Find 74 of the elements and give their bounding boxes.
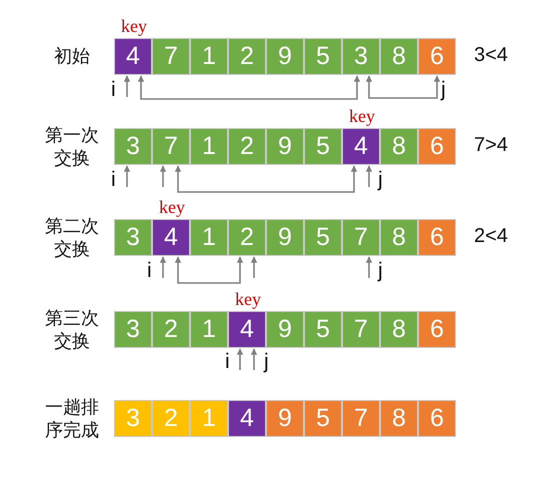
step-label: 一趟排序完成 <box>44 400 100 437</box>
array-cell: 1 <box>190 400 228 437</box>
array-cell: 2 <box>228 128 266 165</box>
array-cell: 6 <box>418 128 456 165</box>
array-cell: 3 <box>342 38 380 75</box>
array-cell: 5 <box>304 219 342 256</box>
array-cell: 8 <box>380 400 418 437</box>
pointer-label: i <box>225 351 230 373</box>
arrow <box>160 165 166 187</box>
array-cell: 7 <box>342 400 380 437</box>
array-cell: 3 <box>114 400 152 437</box>
array-cell: 3 <box>114 311 152 348</box>
array-cell: 1 <box>190 128 228 165</box>
pointer-label: j <box>378 169 383 191</box>
arrow <box>366 165 372 187</box>
array-cell: 7 <box>342 311 380 348</box>
pointer-label: i <box>111 79 116 101</box>
array-cell: 8 <box>380 128 418 165</box>
array-cell: 3 <box>114 219 152 256</box>
array-cell: 7 <box>152 38 190 75</box>
array-cell: 5 <box>304 311 342 348</box>
pointer-label: j <box>441 79 446 101</box>
step-label: 第三次交换 <box>44 311 100 348</box>
comparison-text: 2<4 <box>474 225 508 248</box>
arrow <box>236 348 244 370</box>
comparison-text: 3<4 <box>474 44 508 67</box>
arrow <box>250 348 258 370</box>
array-cell: 1 <box>190 38 228 75</box>
array-cell: 8 <box>380 311 418 348</box>
arrow <box>250 256 258 278</box>
key-label: key <box>120 16 148 36</box>
array-cell: 6 <box>418 311 456 348</box>
comparison-text: 7>4 <box>474 134 508 157</box>
array-cell: 6 <box>418 219 456 256</box>
key-label: key <box>348 106 376 126</box>
array-cell: 6 <box>418 38 456 75</box>
array-cell: 1 <box>190 219 228 256</box>
arrow <box>174 165 358 193</box>
step-label: 第二次交换 <box>44 219 100 256</box>
key-label: key <box>158 197 186 217</box>
array-cell: 9 <box>266 128 304 165</box>
array-cell: 2 <box>152 400 190 437</box>
pointer-label: j <box>378 260 383 282</box>
array-cell: 2 <box>228 219 266 256</box>
array-cell: 1 <box>190 311 228 348</box>
array-cell: 8 <box>380 219 418 256</box>
arrow <box>366 75 440 99</box>
array-cell: 8 <box>380 38 418 75</box>
array-cell: 5 <box>304 128 342 165</box>
array-cell: 3 <box>114 128 152 165</box>
array-cell: 2 <box>152 311 190 348</box>
array-cell: 9 <box>266 219 304 256</box>
step-label: 第一次交换 <box>44 128 100 165</box>
array-cell: 7 <box>152 128 190 165</box>
arrow <box>174 256 244 284</box>
pointer-label: i <box>111 169 116 191</box>
arrow <box>124 75 130 97</box>
arrow <box>366 256 372 278</box>
array-cell: 9 <box>266 311 304 348</box>
array-cell: 7 <box>342 219 380 256</box>
array-cell: 5 <box>304 38 342 75</box>
pointer-label: i <box>147 260 152 282</box>
key-label: key <box>234 289 262 309</box>
arrow <box>160 256 166 278</box>
array-cell: 9 <box>266 400 304 437</box>
arrow <box>138 75 360 100</box>
array-cell: 5 <box>304 400 342 437</box>
array-cell: 2 <box>228 38 266 75</box>
array-cell: 6 <box>418 400 456 437</box>
pointer-label: j <box>264 351 269 373</box>
arrow <box>124 165 130 187</box>
array-cell: 9 <box>266 38 304 75</box>
array-cell: 4 <box>228 400 266 437</box>
step-label: 初始 <box>53 45 91 69</box>
